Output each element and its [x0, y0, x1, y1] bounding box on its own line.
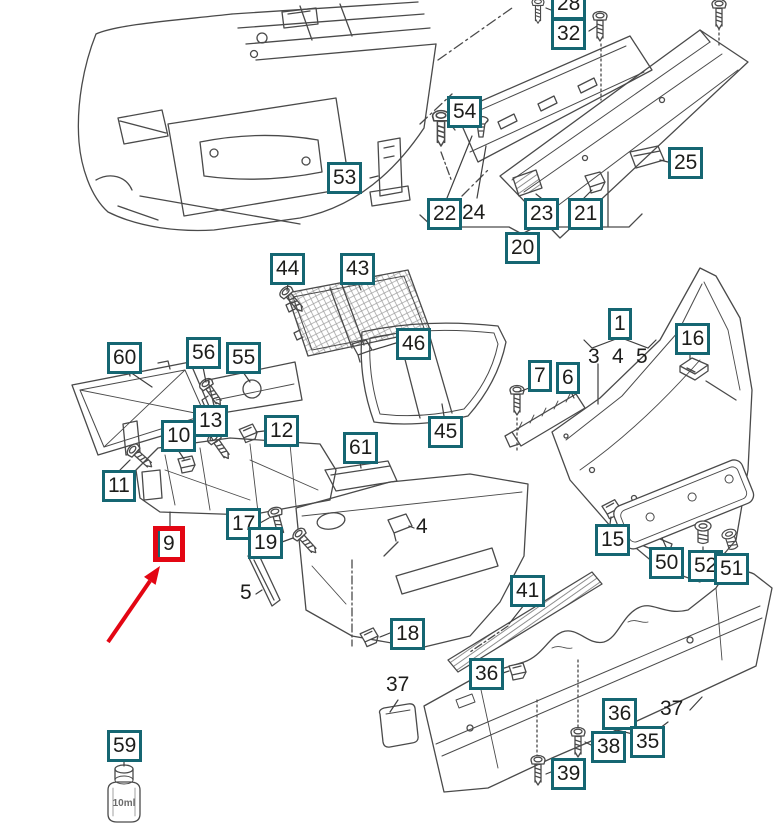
- callout-52[interactable]: 52: [688, 550, 724, 582]
- callout-16[interactable]: 16: [675, 323, 711, 355]
- callout-46[interactable]: 46: [396, 328, 432, 360]
- callout-39[interactable]: 39: [551, 758, 587, 790]
- callout-9[interactable]: 9: [153, 526, 185, 562]
- callout-61[interactable]: 61: [343, 432, 379, 464]
- callout-56[interactable]: 56: [186, 337, 222, 369]
- callout-22[interactable]: 22: [427, 198, 463, 230]
- callout-12[interactable]: 12: [264, 415, 300, 447]
- callout-37a[interactable]: 37: [386, 673, 410, 696]
- callout-23[interactable]: 23: [524, 198, 560, 230]
- callout-13[interactable]: 13: [193, 405, 229, 437]
- callout-5a[interactable]: 5: [240, 581, 252, 604]
- callout-36a[interactable]: 36: [469, 658, 505, 690]
- bumper-center-section: [295, 473, 529, 649]
- callout-35[interactable]: 35: [630, 726, 666, 758]
- grille-surround-45: [360, 322, 507, 425]
- callout-54[interactable]: 54: [447, 96, 483, 128]
- callout-24[interactable]: 24: [462, 201, 486, 224]
- callout-38[interactable]: 38: [591, 731, 627, 763]
- callout-7[interactable]: 7: [528, 360, 552, 392]
- flap-25: [629, 145, 665, 169]
- upper-shield: [455, 35, 653, 163]
- callout-4a[interactable]: 4: [416, 515, 428, 538]
- callout-20[interactable]: 20: [505, 232, 541, 264]
- callout-5[interactable]: 5: [636, 345, 648, 368]
- callout-10[interactable]: 10: [161, 420, 197, 452]
- callout-36b[interactable]: 36: [602, 698, 638, 730]
- callout-3[interactable]: 3: [588, 345, 600, 368]
- callout-51[interactable]: 51: [714, 553, 750, 585]
- tow-cap-37: [378, 703, 419, 748]
- callout-1[interactable]: 1: [608, 308, 632, 340]
- callout-37b[interactable]: 37: [660, 697, 684, 720]
- callout-21[interactable]: 21: [568, 198, 604, 230]
- clip-21: [584, 171, 606, 194]
- callout-25[interactable]: 25: [668, 147, 704, 179]
- callout-4[interactable]: 4: [612, 345, 624, 368]
- callout-50[interactable]: 50: [649, 547, 685, 579]
- callout-11[interactable]: 11: [102, 470, 136, 502]
- callout-15[interactable]: 15: [595, 524, 631, 556]
- callout-28[interactable]: 28: [551, 0, 587, 20]
- callout-60[interactable]: 60: [107, 342, 143, 374]
- callout-59[interactable]: 59: [107, 730, 143, 762]
- callout-53[interactable]: 53: [327, 162, 363, 194]
- callout-55[interactable]: 55: [226, 342, 262, 374]
- grommet-23: [512, 169, 543, 197]
- bracket-53: [369, 137, 411, 207]
- bottle-volume-label: 10ml: [112, 798, 136, 809]
- callout-19[interactable]: 19: [248, 527, 284, 559]
- highlight-arrow-icon: [106, 566, 160, 644]
- callout-44[interactable]: 44: [270, 253, 306, 285]
- car-body: [77, 13, 437, 232]
- clip-16: [679, 357, 709, 381]
- callout-45[interactable]: 45: [428, 416, 464, 448]
- callout-41[interactable]: 41: [510, 575, 546, 607]
- clip-4: [383, 513, 413, 557]
- callout-32[interactable]: 32: [551, 18, 587, 50]
- callout-43[interactable]: 43: [340, 253, 376, 285]
- callout-18[interactable]: 18: [390, 618, 426, 650]
- callout-6[interactable]: 6: [556, 362, 580, 394]
- bracket-55: [207, 361, 303, 415]
